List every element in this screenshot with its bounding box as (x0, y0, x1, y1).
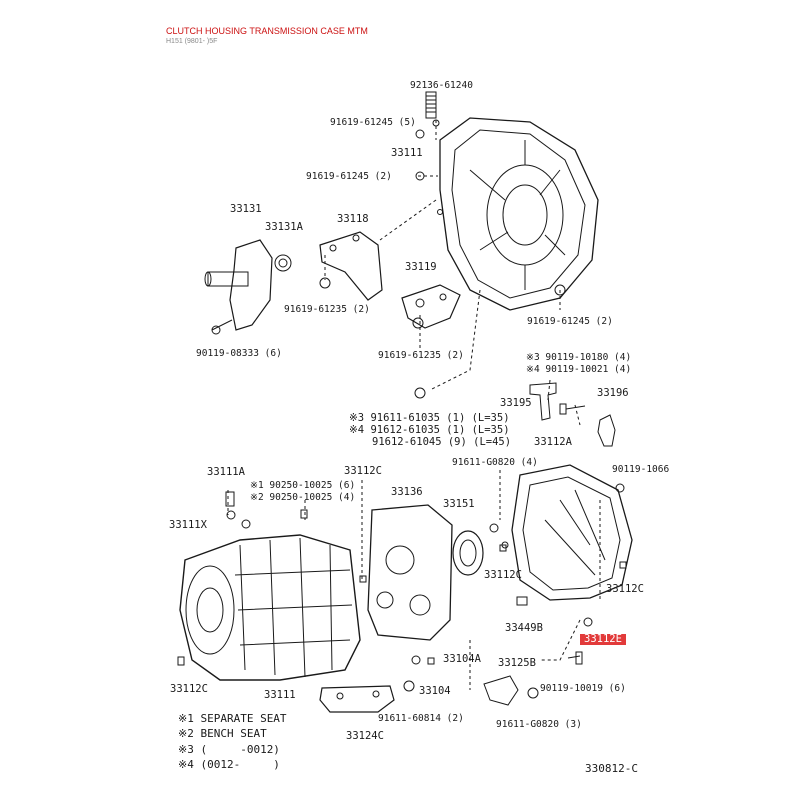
bolt-marker-icons (319, 277, 566, 699)
label-33151: 33151 (443, 498, 475, 510)
label-91619-61235-2b: 91619-61235 (2) (378, 350, 464, 361)
lever-33125B-drawing (483, 675, 519, 706)
label-91611-G0820-4: 91611-G0820 (4) (452, 457, 538, 468)
label-91612-61045: 91612-61045 (9) (L=45) (372, 436, 512, 448)
extension-case-33112A-drawing (511, 464, 633, 601)
label-91611-60814: 91611-60814 (2) (378, 713, 464, 724)
label-33124C: 33124C (346, 730, 384, 742)
label-33196: 33196 (597, 387, 629, 399)
transmission-case-33111-drawing (179, 534, 361, 681)
label-91619-61245-2a: 91619-61245 (2) (306, 171, 392, 182)
bracket-33119-drawing (401, 284, 461, 329)
label-91611-G0820-3: 91611-G0820 (3) (496, 719, 582, 730)
bracket-33118-drawing (319, 231, 383, 301)
label-90119-08333: 90119-08333 (6) (196, 348, 282, 359)
label-91619-61245-5: 91619-61245 (5) (330, 117, 416, 128)
label-33112C-b: 33112C (484, 569, 522, 581)
diagram-subtitle: H151 (9801- )5F (166, 38, 218, 45)
label-33118: 33118 (337, 213, 369, 225)
label-33104: 33104 (419, 685, 451, 697)
label-33111A: 33111A (207, 466, 245, 478)
diagram-title: CLUTCH HOUSING TRANSMISSION CASE MTM (166, 26, 368, 36)
lever-33195-drawing (529, 382, 557, 421)
label-33449B: 33449B (505, 622, 543, 634)
label-90119-10021: ※4 90119-10021 (4) (526, 364, 632, 375)
legend-row-3: ※3 ( -0012) (178, 742, 280, 756)
intermediate-plate-33136-drawing (367, 504, 453, 641)
label-33111-top: 33111 (391, 147, 423, 159)
label-33195: 33195 (500, 397, 532, 409)
legend-row-1: ※1 SEPARATE SEAT (178, 712, 287, 725)
label-33131A: 33131A (265, 221, 303, 233)
label-33119: 33119 (405, 261, 437, 273)
lever-33196-drawing (597, 414, 616, 447)
label-92136-61240: 92136-61240 (410, 80, 473, 91)
label-33131: 33131 (230, 203, 262, 215)
label-91611-61035: ※3 91611-61035 (1) (L=35) (349, 412, 510, 424)
label-33112C-c: 33112C (606, 583, 644, 595)
label-90119-10019: 90119-10019 (6) (540, 683, 626, 694)
label-33112C-mid: 33112C (344, 465, 382, 477)
label-90250-10025-6: ※1 90250-10025 (6) (250, 480, 356, 491)
clutch-housing-drawing (439, 117, 599, 311)
label-91619-61245-2b: 91619-61245 (2) (527, 316, 613, 327)
legend-row-4: ※4 (0012- ) (178, 757, 280, 771)
legend-row-2: ※2 BENCH SEAT (178, 727, 267, 741)
stud-92136-drawing (425, 91, 437, 119)
diagram-code: 330812-C (585, 762, 638, 775)
label-33112C-left: 33112C (170, 683, 208, 695)
label-33112A: 33112A (534, 436, 572, 448)
footnote-legend: ※1 SEPARATE SEAT ※2 BENCH SEAT ※3 ( -001… (178, 711, 287, 772)
label-33125B: 33125B (498, 657, 536, 669)
label-33112E-highlighted[interactable]: 33112E (580, 634, 626, 645)
label-90119-10180: ※3 90119-10180 (4) (526, 352, 632, 363)
label-33136: 33136 (391, 486, 423, 498)
label-33104A: 33104A (443, 653, 481, 665)
label-91619-61235-2a: 91619-61235 (2) (284, 304, 370, 315)
label-90250-10025-4: ※2 90250-10025 (4) (250, 492, 356, 503)
retainer-33131-drawing (204, 239, 292, 335)
label-90119-1066: 90119-1066 (612, 464, 670, 475)
label-33111X: 33111X (169, 519, 207, 531)
label-91612-61035: ※4 91612-61035 (1) (L=35) (349, 424, 510, 436)
cover-plate-33124C-drawing (319, 685, 395, 713)
label-33111-bottom: 33111 (264, 689, 296, 701)
